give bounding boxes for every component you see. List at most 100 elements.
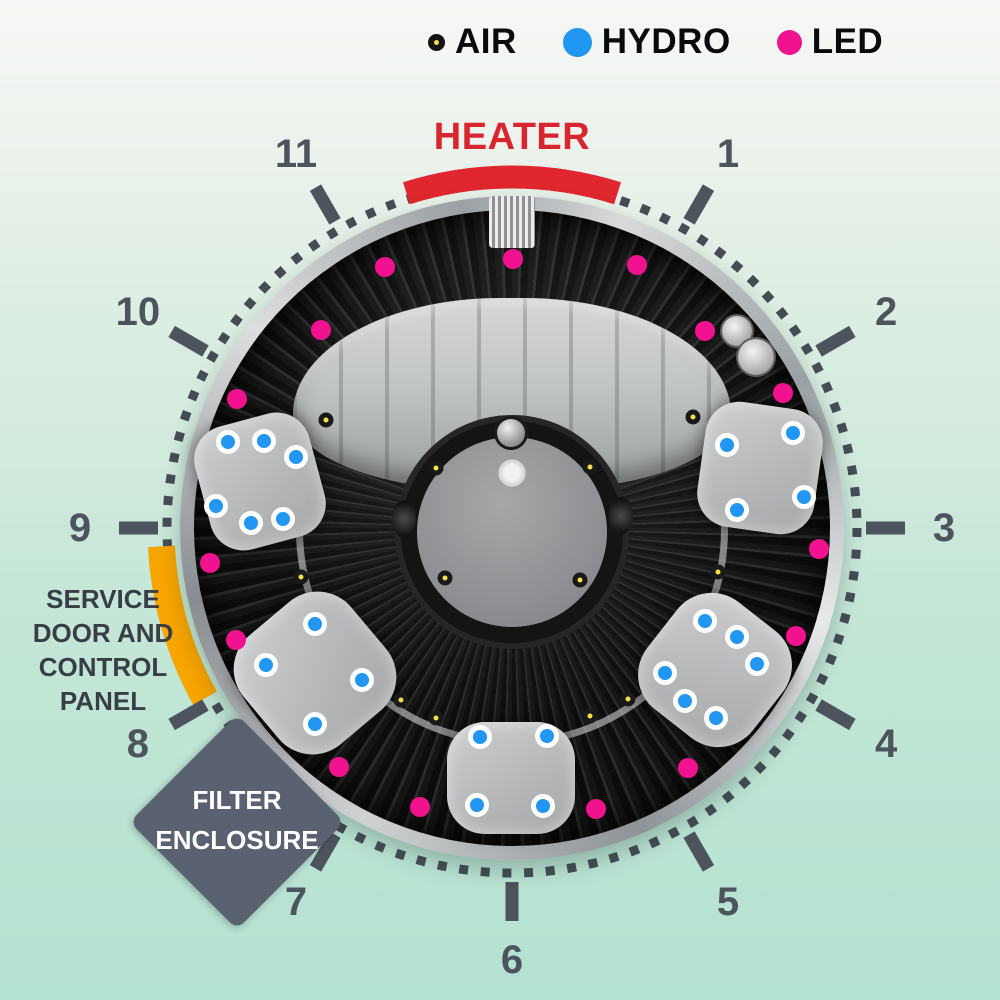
waterfall-fixture [489,196,535,248]
led-jet [773,383,793,403]
left-side-jet [392,500,416,538]
hydro-jet [535,724,559,748]
hydro-jet [745,652,769,676]
hydro-jet [704,706,728,730]
clock-number-10: 10 [116,290,161,334]
hydro-jet [653,661,677,685]
hydro-jet [725,498,749,522]
hydro-jet [693,609,717,633]
hydro-jet [303,712,327,736]
led-jet [410,797,430,817]
drain-cover [498,459,526,487]
service-door-label: SERVICE DOOR AND CONTROL PANEL [14,582,192,718]
clock-number-3: 3 [933,506,955,550]
hydro-jet [715,433,739,457]
led-jet [786,626,806,646]
air-jet [710,564,726,580]
led-jet [809,539,829,559]
hydro-jet [284,445,308,469]
clock-number-1: 1 [717,132,739,176]
service-band [147,545,217,705]
led-jet [503,249,523,269]
hydro-jet [239,511,263,535]
clock-number-8: 8 [127,722,149,766]
air-jet [393,692,409,708]
led-jet [226,630,246,650]
hydro-jet [725,625,749,649]
legend: AIR HYDRO LED [428,22,883,62]
filter-line: FILTER [192,785,282,815]
filter-enclosure-callout: FILTER ENCLOSURE [129,714,345,930]
air-jet [620,691,636,707]
clock-number-4: 4 [875,722,898,766]
clock-number-2: 2 [875,290,897,334]
dotted-ring [162,178,862,878]
air-jet [318,412,334,428]
air-jet [582,459,598,475]
clock-number-9: 9 [69,506,91,550]
legend-item-led: LED [776,22,884,62]
air-jet [293,569,309,585]
clock-number-5: 5 [717,880,739,924]
led-jet [586,799,606,819]
clock-tick-8 [168,699,209,731]
heater-band [402,165,622,205]
led-jet [695,321,715,341]
air-jet [685,409,701,425]
hydro-jet [216,430,240,454]
led-legend-dot-icon [776,29,802,55]
air-jet [582,708,598,724]
service-line: DOOR AND [32,618,174,648]
chrome-jet-icon [497,419,525,447]
clock-tick-4 [815,699,856,731]
led-jet [311,320,331,340]
hydro-jet [468,725,492,749]
legend-label-led: LED [811,22,884,61]
air-jet [572,572,588,588]
clock-tick-1 [683,184,715,225]
clock-tick-2 [815,325,856,357]
led-jet [678,758,698,778]
clock-tick-7 [309,831,341,872]
hydro-jet [673,689,697,713]
filter-line: ENCLOSURE [155,825,319,855]
clock-tick-10 [168,325,209,357]
legend-item-air: AIR [428,22,517,62]
hydro-legend-dot-icon [562,27,592,57]
air-legend-dot-icon [428,33,445,51]
hydro-jet [252,429,276,453]
clock-number-6: 6 [501,938,523,982]
led-jet [200,553,220,573]
hydro-jet [271,507,295,531]
led-jet [375,257,395,277]
service-line: SERVICE [46,584,160,614]
hydro-jet [781,421,805,445]
hydro-jet [303,612,327,636]
speaker-fixture [738,339,774,375]
hydro-jet [465,793,489,817]
led-jet [627,255,647,275]
heater-label: HEATER [433,116,591,158]
hydro-jet [254,653,278,677]
clock-number-11: 11 [275,132,317,176]
legend-label-hydro: HYDRO [601,22,731,61]
filter-enclosure-label: FILTER ENCLOSURE [131,780,343,860]
clock-number-7: 7 [285,880,307,924]
air-jet [428,460,444,476]
legend-label-air: AIR [455,22,517,61]
clock-tick-11 [309,184,341,225]
air-jet [428,710,444,726]
led-jet [227,389,247,409]
legend-item-hydro: HYDRO [562,22,731,62]
air-jet [437,570,453,586]
clock-tick-5 [683,831,715,872]
hydro-jet [204,494,228,518]
right-side-jet [609,497,633,535]
service-line: CONTROL [38,652,168,682]
led-jet [329,757,349,777]
hydro-jet [531,794,555,818]
hydro-jet [792,485,816,509]
